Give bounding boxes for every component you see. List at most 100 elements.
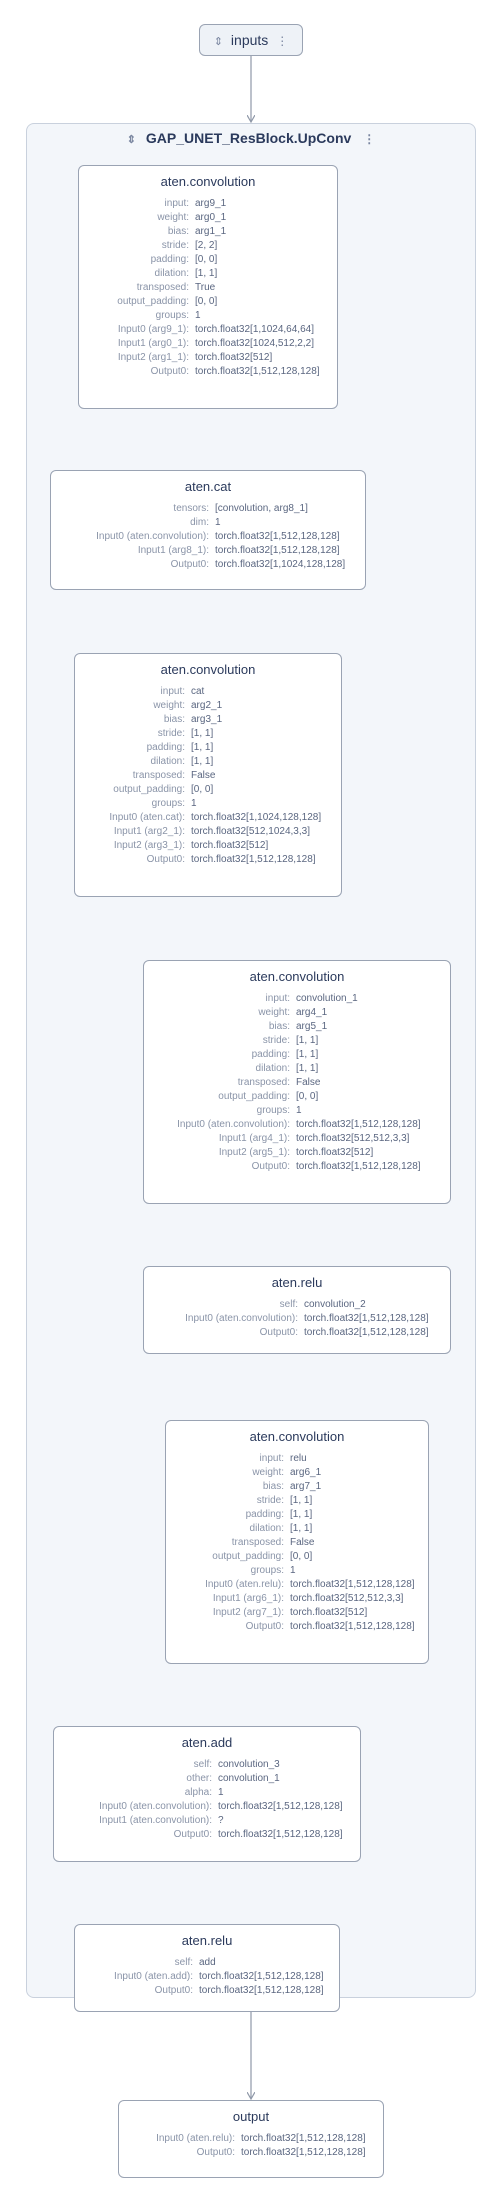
attribute-value: convolution_2 bbox=[304, 1299, 366, 1310]
attribute-value: torch.float32[1,512,128,128] bbox=[218, 1801, 343, 1812]
attribute-value: [0, 0] bbox=[290, 1551, 313, 1562]
attribute-key: self: bbox=[279, 1299, 298, 1310]
node-title: aten.convolution bbox=[160, 662, 256, 677]
attribute-value: [1, 1] bbox=[290, 1509, 313, 1520]
attribute-key: Input1 (arg4_1): bbox=[218, 1133, 290, 1144]
attribute-value: torch.float32[1,512,128,128] bbox=[218, 1829, 343, 1840]
attribute-value: torch.float32[1,512,128,128] bbox=[241, 2147, 366, 2158]
attribute-key: groups: bbox=[250, 1565, 284, 1576]
attribute-key: Input2 (arg5_1): bbox=[218, 1147, 290, 1158]
attribute-value: [1, 1] bbox=[296, 1049, 319, 1060]
attribute-key: groups: bbox=[256, 1105, 290, 1116]
attribute-key: Input0 (aten.convolution): bbox=[96, 531, 209, 542]
attribute-key: Input2 (arg3_1): bbox=[113, 840, 185, 851]
attribute-value: torch.float32[1,1024,128,128] bbox=[191, 812, 322, 823]
attribute-key: Input0 (aten.convolution): bbox=[177, 1119, 290, 1130]
attribute-key: weight: bbox=[258, 1007, 290, 1018]
attribute-value: 1 bbox=[195, 310, 201, 321]
attribute-value: cat bbox=[191, 686, 205, 697]
attribute-key: transposed: bbox=[237, 1077, 290, 1088]
expand-icon[interactable]: ⇕ bbox=[213, 36, 223, 48]
attribute-key: Input0 (aten.add): bbox=[114, 1971, 193, 1982]
attribute-key: stride: bbox=[262, 1035, 290, 1046]
attribute-key: transposed: bbox=[231, 1537, 284, 1548]
attribute-value: True bbox=[195, 282, 216, 293]
attribute-key: Output0: bbox=[251, 1161, 290, 1172]
inputs-label: inputs bbox=[230, 32, 269, 48]
attribute-key: dilation: bbox=[255, 1063, 290, 1074]
inputs-node[interactable]: ⇕ inputs ⋮ bbox=[199, 24, 303, 56]
group-header: ⇕ GAP_UNET_ResBlock.UpConv ⋮ bbox=[27, 130, 475, 154]
attribute-value: False bbox=[290, 1537, 315, 1548]
attribute-key: dilation: bbox=[150, 756, 185, 767]
attribute-value: torch.float32[1,1024,128,128] bbox=[215, 559, 346, 570]
attribute-key: bias: bbox=[268, 1021, 290, 1032]
attribute-value: torch.float32[512] bbox=[296, 1147, 374, 1158]
attribute-value: [1, 1] bbox=[296, 1035, 319, 1046]
attribute-value: [1, 1] bbox=[191, 728, 214, 739]
attribute-value: torch.float32[1,512,128,128] bbox=[296, 1119, 421, 1130]
attribute-key: tensors: bbox=[173, 503, 209, 514]
attribute-value: torch.float32[512] bbox=[191, 840, 269, 851]
attribute-key: self: bbox=[193, 1759, 212, 1770]
attribute-key: groups: bbox=[155, 310, 189, 321]
attribute-value: [1, 1] bbox=[195, 268, 218, 279]
attribute-value: ? bbox=[218, 1815, 224, 1826]
attribute-key: weight: bbox=[252, 1467, 284, 1478]
collapse-icon[interactable]: ⇕ bbox=[126, 134, 136, 146]
attribute-value: torch.float32[1,1024,64,64] bbox=[195, 324, 314, 335]
attribute-key: weight: bbox=[153, 700, 185, 711]
attribute-value: 1 bbox=[215, 517, 221, 528]
attribute-value: convolution_3 bbox=[218, 1759, 280, 1770]
attribute-key: padding: bbox=[150, 254, 189, 265]
attribute-value: 1 bbox=[296, 1105, 302, 1116]
attribute-key: Input2 (arg7_1): bbox=[212, 1607, 284, 1618]
attribute-key: Output0: bbox=[196, 2147, 235, 2158]
attribute-value: torch.float32[1024,512,2,2] bbox=[195, 338, 314, 349]
attribute-value: arg5_1 bbox=[296, 1021, 328, 1032]
attribute-value: torch.float32[1,512,128,128] bbox=[296, 1161, 421, 1172]
attribute-value: [convolution, arg8_1] bbox=[215, 503, 308, 514]
attribute-key: groups: bbox=[151, 798, 185, 809]
attribute-key: Input0 (arg9_1): bbox=[117, 324, 189, 335]
attribute-key: transposed: bbox=[132, 770, 185, 781]
attribute-key: Input0 (aten.convolution): bbox=[99, 1801, 212, 1812]
node-output[interactable]: output Input0 (aten.relu):torch.float32[… bbox=[118, 2100, 384, 2178]
attribute-value: [0, 0] bbox=[195, 254, 218, 265]
attribute-value: torch.float32[512,512,3,3] bbox=[296, 1133, 410, 1144]
attribute-value: [1, 1] bbox=[290, 1523, 313, 1534]
attribute-key: input: bbox=[164, 198, 189, 209]
attribute-value: 1 bbox=[290, 1565, 296, 1576]
inputs-menu-icon[interactable]: ⋮ bbox=[276, 34, 289, 48]
attribute-value: convolution_1 bbox=[296, 993, 358, 1004]
attribute-value: [0, 0] bbox=[191, 784, 214, 795]
node-aten-cat[interactable]: aten.cat tensors:[convolution, arg8_1]di… bbox=[50, 470, 366, 590]
attribute-key: Input1 (arg0_1): bbox=[117, 338, 189, 349]
attribute-key: bias: bbox=[262, 1481, 284, 1492]
attribute-key: padding: bbox=[146, 742, 185, 753]
node-title: aten.add bbox=[181, 1735, 233, 1750]
attribute-key: output_padding: bbox=[218, 1091, 290, 1102]
group-title: GAP_UNET_ResBlock.UpConv bbox=[145, 130, 352, 146]
attribute-key: input: bbox=[160, 686, 185, 697]
node-title: aten.convolution bbox=[160, 174, 256, 189]
attribute-key: self: bbox=[174, 1957, 193, 1968]
attribute-key: Output0: bbox=[170, 559, 209, 570]
attribute-key: Output0: bbox=[146, 854, 185, 865]
attribute-key: dilation: bbox=[249, 1523, 284, 1534]
node-title: aten.relu bbox=[271, 1275, 323, 1290]
attribute-value: torch.float32[1,512,128,128] bbox=[241, 2133, 366, 2144]
attribute-key: stride: bbox=[157, 728, 185, 739]
group-menu-icon[interactable]: ⋮ bbox=[363, 132, 376, 146]
